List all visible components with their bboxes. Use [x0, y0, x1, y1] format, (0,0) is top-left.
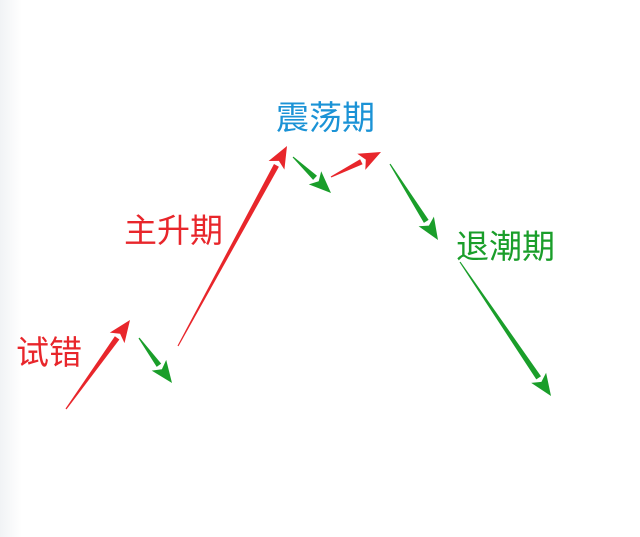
arrow-main-rise [177, 146, 287, 347]
label-main-rise: 主升期 [124, 211, 223, 250]
arrow-ebb-first-shaft [389, 163, 429, 223]
arrow-oscillation-up-shaft [330, 159, 363, 178]
arrow-oscillation-down [292, 156, 331, 193]
arrow-ebb-second-head [531, 372, 551, 396]
arrow-ebb-first [389, 163, 438, 240]
arrow-oscillation-up [330, 152, 381, 178]
arrow-ebb-first-head [418, 216, 438, 240]
label-trial: 试错 [16, 333, 82, 372]
arrow-trial-up-head [109, 320, 130, 344]
label-oscillation: 震荡期 [276, 98, 375, 137]
arrow-ebb-second-shaft [459, 261, 541, 380]
arrow-oscillation-up-head [357, 152, 381, 170]
left-edge-shade [0, 0, 22, 537]
arrow-oscillation-down-shaft [292, 156, 317, 180]
label-ebb-tide: 退潮期 [456, 227, 555, 266]
arrow-trial-pullback-shaft [138, 337, 162, 367]
arrow-trial-up-shaft [65, 336, 120, 410]
arrow-oscillation-down-head [308, 171, 331, 193]
arrow-trial-pullback [138, 337, 172, 383]
arrow-ebb-second [459, 261, 551, 396]
arrow-main-rise-shaft [177, 164, 279, 347]
arrow-main-rise-head [268, 146, 287, 170]
arrow-trial-up [65, 320, 130, 410]
arrow-trial-pullback-head [151, 359, 172, 383]
